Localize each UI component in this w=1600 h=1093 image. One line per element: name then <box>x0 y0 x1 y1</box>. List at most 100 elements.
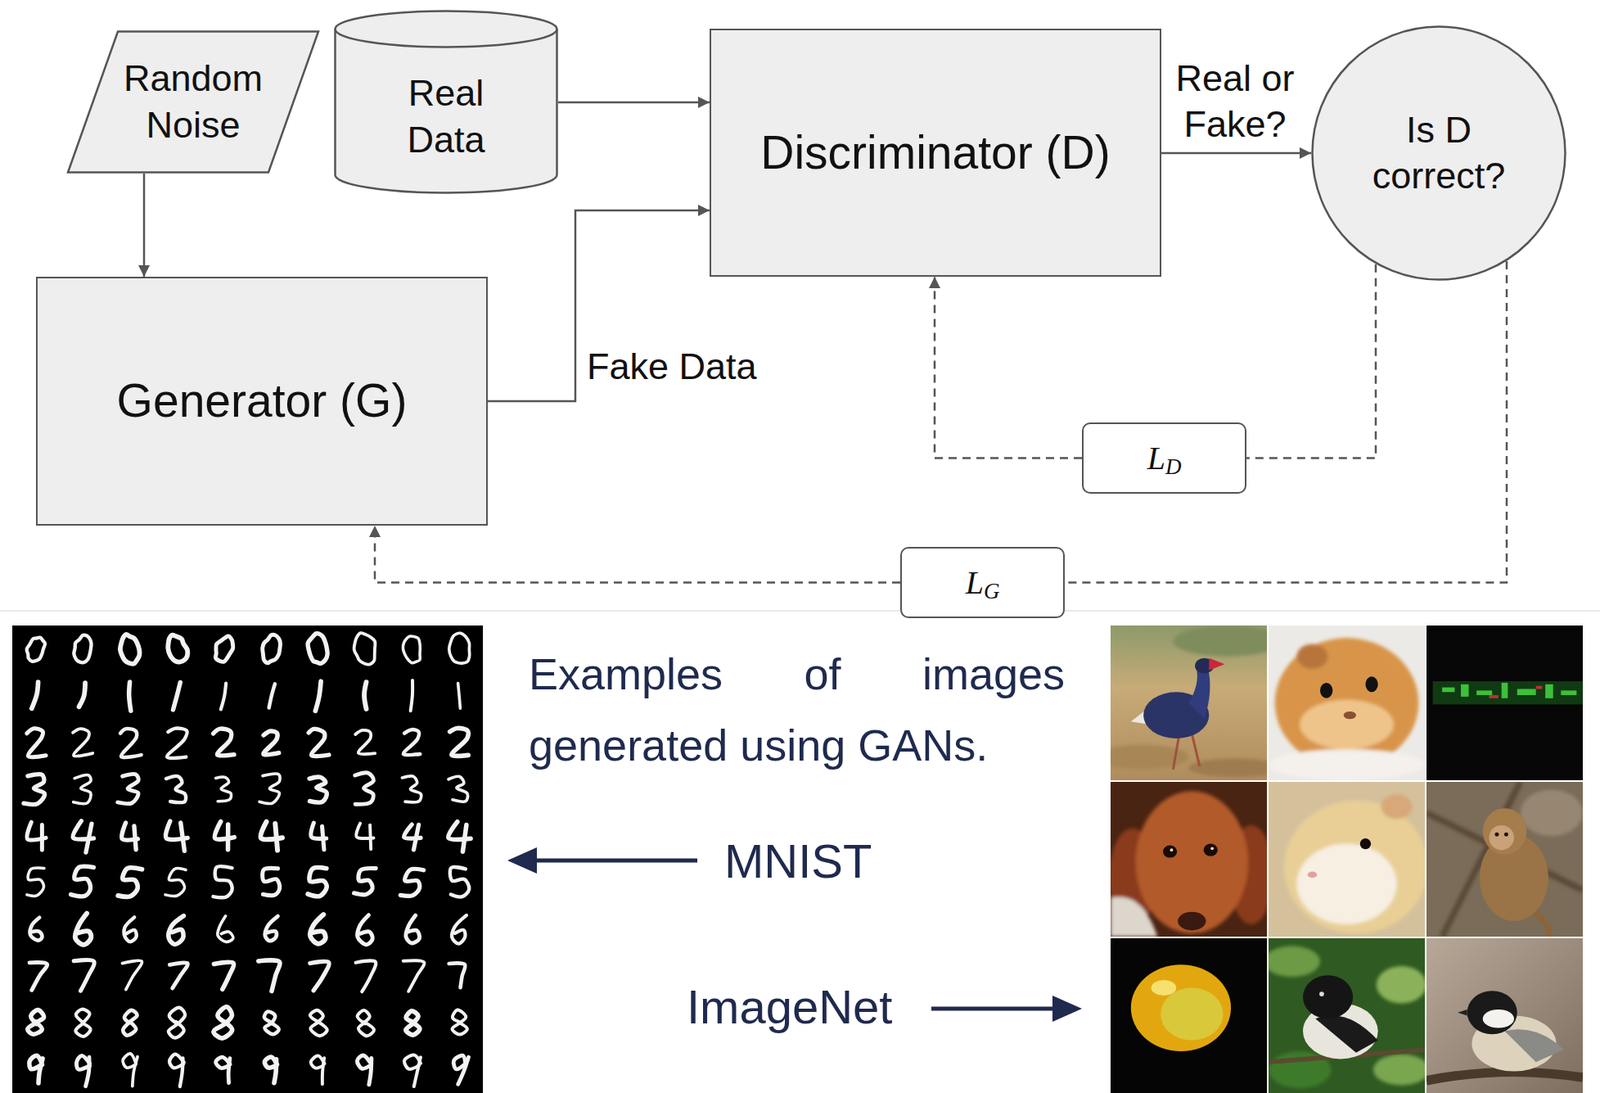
pointer-arrowhead <box>507 847 537 874</box>
illustration-detail <box>1095 625 1283 777</box>
handwritten-digit <box>364 681 367 709</box>
pointer-arrow <box>533 858 698 863</box>
illustration-detail <box>1275 637 1420 768</box>
handwritten-digit <box>322 825 325 849</box>
illustration-detail <box>1426 781 1583 937</box>
illustration-detail <box>1110 896 1158 937</box>
handwritten-digit <box>354 868 377 895</box>
dataset-label: MNIST <box>724 832 872 890</box>
handwritten-digit <box>449 632 470 663</box>
handwritten-digit <box>121 960 142 989</box>
illustration-detail <box>1545 684 1554 699</box>
dataset-label: ImageNet <box>686 978 893 1036</box>
illustration-detail <box>1296 644 1328 669</box>
illustration-detail <box>1110 937 1267 1093</box>
illustration-detail <box>1284 793 1429 933</box>
illustration-detail <box>1504 832 1509 837</box>
handwritten-digit <box>73 775 91 804</box>
handwritten-digit <box>23 774 46 805</box>
illustration-detail <box>1135 790 1249 933</box>
mnist-digits <box>23 632 471 1087</box>
pointer-arrowhead <box>1052 995 1082 1022</box>
handwritten-digit <box>123 916 136 942</box>
illustration-detail <box>1189 665 1211 718</box>
handwritten-digit <box>413 824 419 850</box>
handwritten-digit <box>269 683 275 708</box>
illustration-detail <box>1476 689 1492 695</box>
circle-outline <box>1312 27 1566 280</box>
handwritten-digit <box>274 1059 277 1083</box>
illustration-detail <box>1263 945 1429 1088</box>
illustration-detail <box>1151 979 1177 996</box>
handwritten-digit <box>263 730 280 755</box>
illustration-detail <box>1373 1054 1430 1086</box>
illustration-detail <box>1426 625 1583 780</box>
node-text: Random Noise <box>107 55 280 149</box>
illustration-detail <box>1268 625 1425 780</box>
handwritten-digit <box>225 824 231 850</box>
handwritten-digit <box>405 914 420 943</box>
illustration-detail <box>1433 680 1583 704</box>
handwritten-digit <box>410 680 413 711</box>
node-outline <box>1311 25 1567 281</box>
handwritten-digit <box>120 634 140 664</box>
photo-bird <box>1263 937 1429 1093</box>
illustration-detail <box>1284 800 1429 934</box>
handwritten-digit <box>310 914 326 944</box>
handwritten-digit <box>400 868 424 896</box>
illustration-detail <box>1460 684 1470 697</box>
handwritten-digit <box>262 634 281 663</box>
handwritten-digit <box>414 1056 421 1087</box>
photo-monkey <box>1426 781 1583 937</box>
handwritten-digit <box>265 915 279 941</box>
handwritten-digit <box>172 681 181 709</box>
discriminator-box: Discriminator (D) <box>709 28 1162 277</box>
handwritten-digit <box>355 772 375 805</box>
handwritten-digit <box>458 1056 469 1084</box>
loss-box: LD <box>1081 422 1247 494</box>
illustration-detail <box>1426 781 1583 937</box>
handwritten-digit <box>264 1010 280 1034</box>
handwritten-digit <box>401 775 421 803</box>
handwritten-digit <box>310 960 330 991</box>
handwritten-digit <box>449 962 466 988</box>
handwritten-digit <box>180 822 185 851</box>
handwritten-digit <box>30 917 43 941</box>
handwritten-digit <box>73 635 91 663</box>
handwritten-digit <box>168 1007 185 1038</box>
handwritten-digit <box>213 1006 233 1038</box>
handwritten-digit <box>122 1009 137 1036</box>
handwritten-digit <box>309 776 327 803</box>
handwritten-digit <box>166 727 188 758</box>
handwritten-digit <box>129 681 131 711</box>
illustration-detail <box>1172 625 1283 657</box>
illustration-detail <box>1320 682 1333 699</box>
handwritten-digit <box>40 824 45 851</box>
illustration-detail <box>1501 682 1509 699</box>
handwritten-digit <box>357 1009 375 1036</box>
handwritten-digit <box>458 682 461 708</box>
illustration-detail <box>1442 687 1455 693</box>
illustration-detail <box>1360 838 1371 849</box>
handwritten-digit <box>85 1056 90 1087</box>
loss-subscript: D <box>1165 455 1182 480</box>
handwritten-digit <box>29 962 48 991</box>
photo-dog <box>1108 781 1274 937</box>
decision-circle: Is D correct? <box>1311 25 1567 281</box>
handwritten-digit <box>228 1058 230 1083</box>
illustration-detail <box>1170 847 1174 852</box>
illustration-detail <box>1319 991 1325 997</box>
illustration-detail <box>1177 911 1206 931</box>
illustration-detail <box>1296 843 1397 924</box>
handwritten-digit <box>31 681 39 708</box>
handwritten-digit <box>73 960 95 992</box>
photo-hamster <box>1268 781 1429 937</box>
illustration-detail <box>1131 964 1231 1051</box>
handwritten-digit <box>462 824 466 852</box>
handwritten-digit <box>166 775 186 803</box>
edge-label: Fake Data <box>586 343 800 390</box>
handwritten-digit <box>75 913 92 945</box>
illustration-detail <box>1268 748 1425 780</box>
handwritten-digit <box>355 730 375 754</box>
